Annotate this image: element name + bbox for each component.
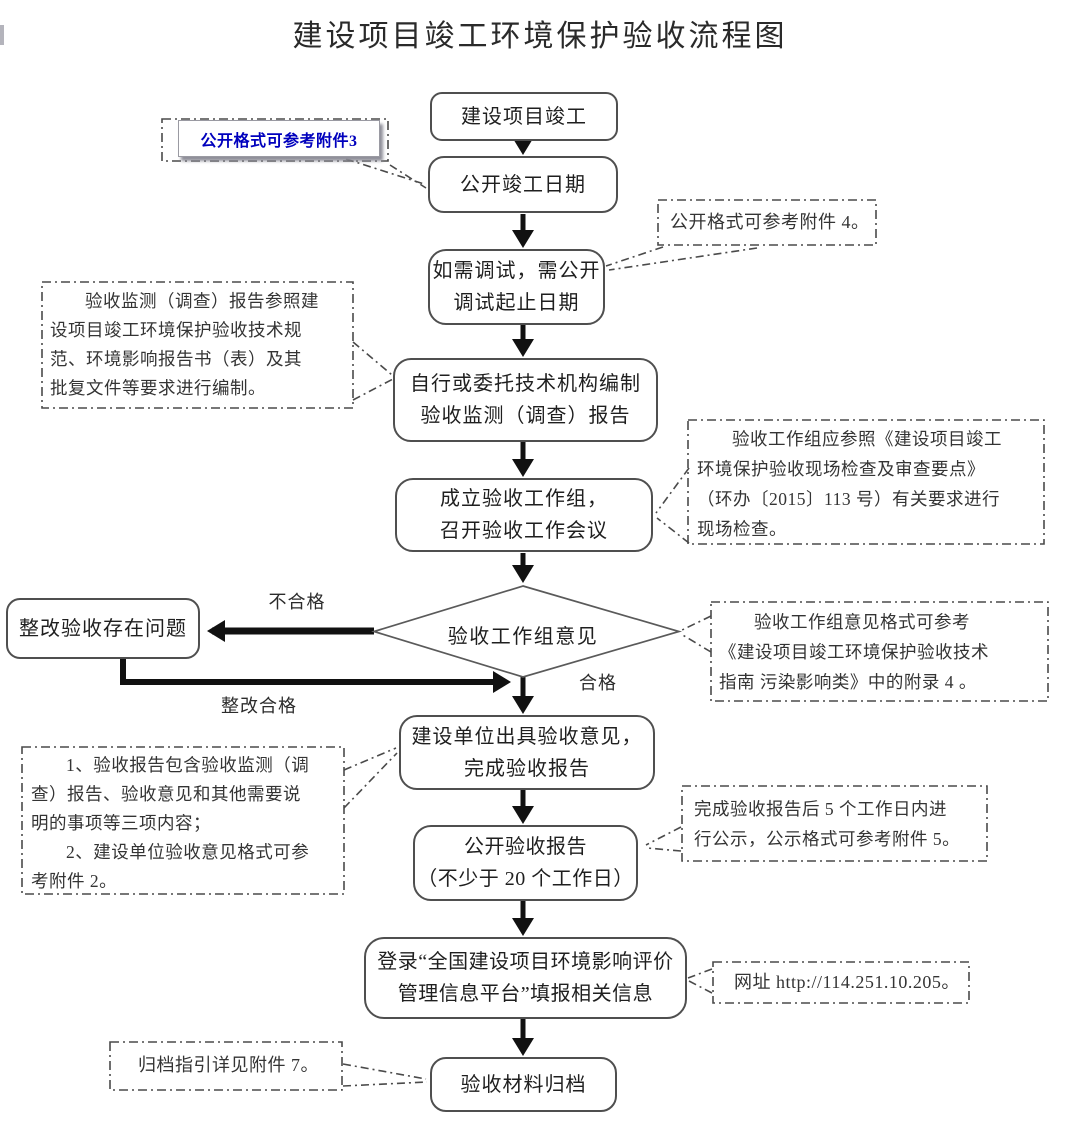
note-border-report-contents (21, 746, 345, 895)
note-monitoring: 验收监测（调查）报告参照建 设项目竣工环境保护验收技术规 范、环境影响报告书（表… (50, 291, 319, 398)
note-border-attachment4 (657, 199, 877, 246)
note-border-archiving (109, 1041, 343, 1091)
decision-diamond-label: 验收工作组意见 (447, 626, 599, 648)
note-report-contents-p2: 2、建设单位验收意见格式可参 考附件 2。 (31, 842, 310, 891)
flow-node-debug: 如需调试，需公开 调试起止日期 (428, 249, 605, 325)
scan-artifact (0, 25, 4, 45)
decision-diamond-shape (371, 585, 683, 678)
edge-label-pass: 合格 (579, 673, 617, 693)
leader-archiving-b (342, 1081, 428, 1087)
note-archiving: 归档指引详见附件 7。 (138, 1055, 319, 1075)
note-attachment3: 公开格式可参考附件3 (178, 120, 380, 157)
leader-attachment4-b (608, 247, 758, 271)
flow-node-platform: 登录“全国建设项目环境影响评价 管理信息平台”填报相关信息 (364, 937, 687, 1019)
note-publicity: 完成验收报告后 5 个工作日内进 行公示，公示格式可参考附件 5。 (694, 799, 961, 849)
note-report-contents: 1、验收报告包含验收监测（调 查）报告、验收意见和其他需要说 明的事项等三项内容… (31, 751, 337, 896)
annotation-leader-lines (342, 158, 758, 1087)
leader-website-a (687, 968, 713, 979)
leader-report-contents-b (343, 752, 398, 809)
flow-node-rectify: 整改验收存在问题 (6, 598, 200, 659)
leader-report-contents-a (343, 747, 397, 771)
note-site-check: 验收工作组应参照《建设项目竣工 环境保护验收现场检查及审查要点》 （环办〔201… (697, 429, 1002, 539)
leader-publicity-a (645, 826, 682, 846)
leader-attachment4-a (605, 246, 664, 267)
leader-archiving-a (342, 1063, 427, 1080)
leader-attachment3-a (345, 158, 425, 185)
leader-website-b (688, 980, 713, 994)
leader-publicity-b (646, 847, 682, 852)
note-border-monitoring (41, 281, 354, 409)
edge-label-fail: 不合格 (268, 592, 326, 612)
flow-node-archive: 验收材料归档 (430, 1057, 617, 1112)
flow-node-prepare-report: 自行或委托技术机构编制 验收监测（调查）报告 (393, 358, 658, 442)
note-border-site-check (687, 419, 1045, 545)
arrow-rectified-return (120, 657, 511, 693)
note-website: 网址 http://114.251.10.205。 (734, 972, 960, 992)
leader-monitoring-b (352, 378, 394, 401)
leader-opinion-format-a (679, 615, 712, 632)
note-border-attachment3 (161, 118, 389, 162)
note-attachment4: 公开格式可参考附件 4。 (670, 212, 870, 232)
flow-node-publish-date: 公开竣工日期 (428, 156, 618, 213)
flow-node-start: 建设项目竣工 (430, 92, 618, 141)
leader-attachment3-b (389, 164, 427, 189)
annotation-borders (21, 118, 1049, 1091)
page-title: 建设项目竣工环境保护验收流程图 (292, 20, 788, 53)
note-border-publicity (681, 785, 988, 862)
leader-monitoring-a (352, 341, 393, 376)
leader-site-check-a (655, 467, 690, 514)
note-report-contents-p1: 1、验收报告包含验收监测（调 查）报告、验收意见和其他需要说 明的事项等三项内容… (31, 755, 310, 833)
note-opinion-format: 验收工作组意见格式可参考 《建设项目竣工环境保护验收技术 指南 污染影响类》中的… (719, 612, 989, 692)
leader-opinion-format-b (680, 633, 712, 653)
flow-node-work-group: 成立验收工作组， 召开验收工作会议 (395, 478, 653, 552)
edge-label-rectified: 整改合格 (221, 696, 297, 716)
note-border-website (712, 961, 970, 1004)
leader-site-check-b (656, 517, 690, 544)
flow-node-publish-report: 公开验收报告 （不少于 20 个工作日） (413, 825, 638, 901)
flow-node-issue-opinion: 建设单位出具验收意见， 完成验收报告 (399, 715, 655, 790)
